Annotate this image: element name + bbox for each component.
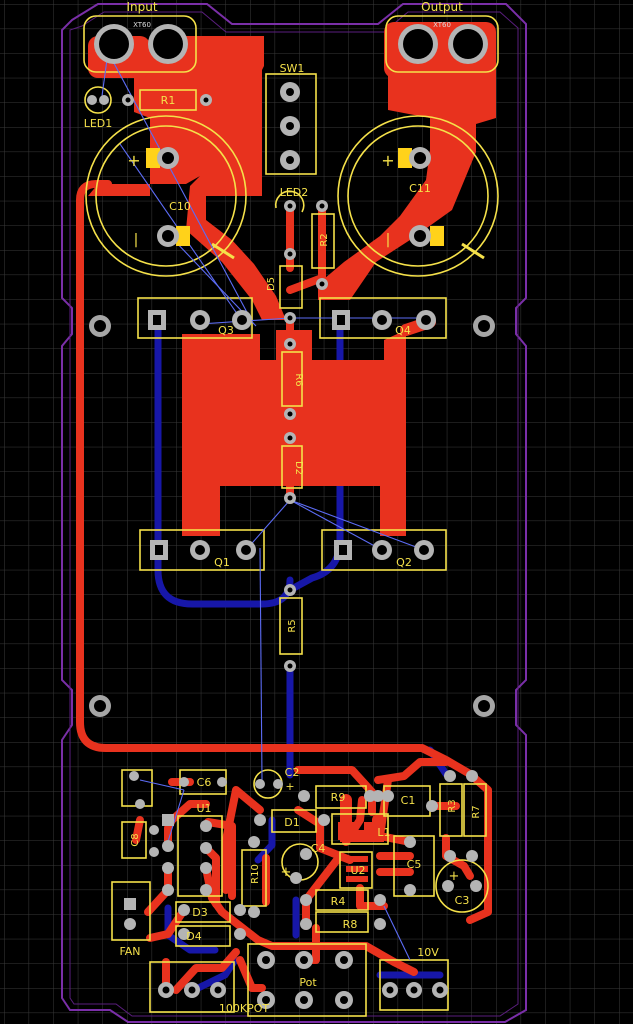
r2-label: R2 — [319, 233, 330, 246]
d2-outline — [281, 445, 303, 489]
c10-label: C10 — [169, 200, 191, 213]
board-outline-inner — [69, 11, 519, 1017]
r6-label: R6 — [293, 373, 304, 386]
d3-label: D3 — [192, 906, 207, 919]
input-label: Input — [126, 0, 157, 14]
c2-plus-mark: + — [285, 780, 294, 793]
c10-plus-mark: + — [127, 151, 140, 170]
d2-label: D2 — [293, 461, 304, 475]
kpot-label: 100KPOT — [219, 1002, 270, 1015]
r3-outline — [439, 783, 463, 837]
xt60-output-outline — [385, 15, 499, 73]
c11-minus-mark: | — [386, 232, 391, 248]
output-copper-plane — [318, 36, 496, 300]
r9-label: R9 — [331, 791, 346, 804]
r1-outline — [139, 89, 197, 111]
v10-outline — [379, 959, 449, 1011]
led2-label: LED2 — [280, 186, 309, 199]
c3-label: C3 — [455, 894, 470, 907]
c11-outline-inner — [347, 125, 489, 267]
d4-label: D4 — [186, 930, 201, 943]
polarity-marks — [211, 242, 485, 260]
q1-outline — [139, 529, 265, 571]
output-label: Output — [421, 0, 463, 14]
r5-label: R5 — [287, 619, 298, 632]
silkscreen-layer — [83, 15, 499, 1017]
r8-label: R8 — [343, 918, 358, 931]
d4-outline — [175, 925, 231, 947]
v10-label: 10V — [417, 946, 439, 959]
sw1-label: SW1 — [280, 62, 305, 75]
c8-outline — [121, 821, 147, 859]
r1-label: R1 — [161, 94, 176, 107]
kpot-outline — [149, 961, 235, 1013]
l1-label: L1 — [377, 826, 390, 839]
fan-outline — [111, 881, 151, 941]
r6-outline — [281, 351, 303, 407]
center-copper-plane — [182, 330, 406, 536]
r4-outline — [315, 889, 369, 911]
c1-label: C1 — [401, 794, 416, 807]
r3-label: R3 — [447, 799, 458, 812]
xt60-input-label: XT60 — [133, 21, 151, 29]
c10-outline-inner — [95, 125, 237, 267]
q4-label: Q4 — [395, 324, 411, 337]
c11-plus-mark: + — [381, 151, 394, 170]
pot-outline — [247, 943, 367, 1017]
r4-label: R4 — [331, 895, 346, 908]
sw1-outline — [265, 73, 317, 175]
c5-outline — [393, 835, 435, 897]
r2-outline — [311, 213, 335, 269]
xt60-output-label: XT60 — [433, 21, 451, 29]
c3-plus-mark: + — [449, 869, 460, 884]
d5-outline — [279, 265, 303, 309]
r10-label: R10 — [250, 864, 261, 884]
pads-layer — [87, 24, 495, 1009]
r5-outline — [279, 597, 303, 655]
c4-plus-mark: + — [281, 865, 292, 880]
led1-outline — [84, 86, 112, 114]
c2-label: C2 — [285, 766, 300, 779]
c8-label: C8 — [130, 833, 141, 846]
c6-label: C6 — [197, 776, 212, 789]
q1-label: Q1 — [214, 556, 230, 569]
q2-outline — [321, 529, 447, 571]
q3-label: Q3 — [218, 324, 234, 337]
c5-label: C5 — [407, 858, 422, 871]
q2-label: Q2 — [396, 556, 412, 569]
d5-label: D5 — [266, 277, 277, 291]
d1-label: D1 — [284, 816, 299, 829]
c10-outline — [85, 115, 247, 277]
r7-outline — [463, 783, 487, 837]
c4-label: C4 — [311, 842, 326, 855]
xt60-input-outline — [83, 15, 197, 73]
d3-outline — [175, 901, 231, 923]
u2-label: U2 — [350, 864, 365, 877]
fan-label: FAN — [119, 945, 140, 958]
q3-outline — [137, 297, 253, 339]
u2-outline — [339, 851, 373, 889]
pot-label: Pot — [299, 976, 317, 989]
l1-outline — [331, 813, 389, 845]
c11-label: C11 — [409, 182, 431, 195]
r7-label: R7 — [471, 805, 482, 818]
c3-outline — [435, 859, 489, 913]
u1-label: U1 — [196, 802, 211, 815]
board-outline — [61, 3, 527, 1023]
led1-label: LED1 — [84, 117, 113, 130]
c10-minus-mark: | — [134, 232, 139, 248]
r8-outline — [315, 911, 369, 933]
u1-outline — [177, 815, 223, 897]
d1-outline — [271, 809, 317, 833]
c11-outline — [337, 115, 499, 277]
